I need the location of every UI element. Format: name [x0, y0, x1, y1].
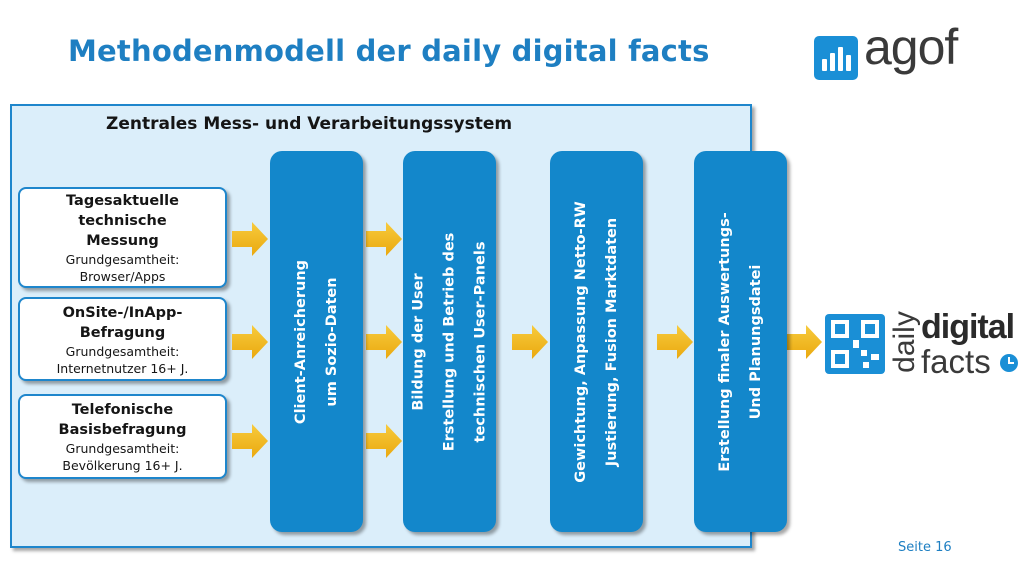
input-heading: Telefonische	[71, 402, 174, 418]
arrow-right-icon	[232, 222, 268, 256]
arrow-right-icon	[512, 325, 548, 359]
input-box-telephone-survey: Telefonische Basisbefragung Grundgesamth…	[18, 394, 227, 479]
ddf-daily-text: daily	[888, 311, 921, 373]
arrow-right-icon	[366, 222, 402, 256]
ddf-facts-text: facts	[921, 343, 991, 380]
stage-label: Erstellung finaler Auswertungs-	[716, 211, 733, 472]
input-subtext: Internetnutzer 16+ J.	[56, 361, 189, 376]
stage-weighting: Gewichtung, Anpassung Netto-RW Justierun…	[550, 151, 643, 532]
agof-logo: agof	[814, 22, 964, 84]
panel-title: Zentrales Mess- und Verarbeitungssystem	[106, 114, 513, 134]
ddf-digital-text: digital	[921, 308, 1015, 346]
stage-label: um Sozio-Daten	[323, 276, 340, 407]
input-subtext: Grundgesamtheit:	[65, 344, 180, 359]
stage-final-output: Erstellung finaler Auswertungs- Und Plan…	[694, 151, 787, 532]
input-heading: Messung	[86, 233, 159, 249]
input-heading: Basisbefragung	[58, 422, 187, 438]
input-box-onsite-survey: OnSite-/InApp- Befragung Grundgesamtheit…	[18, 297, 227, 381]
stage-label: Bildung der User	[410, 272, 426, 411]
arrow-right-icon	[232, 424, 268, 458]
arrow-right-icon	[232, 325, 268, 359]
input-heading: OnSite-/InApp-	[62, 305, 183, 321]
input-heading: Befragung	[79, 325, 166, 341]
stage-label: Erstellung und Betrieb des	[441, 232, 457, 451]
stage-label: Client-Anreicherung	[292, 259, 309, 424]
stage-label: Und Planungsdatei	[747, 264, 764, 419]
slide-title: Methodenmodell der daily digital facts	[68, 34, 710, 68]
qr-code-icon	[825, 314, 885, 374]
input-subtext: Grundgesamtheit:	[65, 252, 180, 267]
input-heading: Tagesaktuelle	[66, 193, 179, 209]
daily-digital-facts-logo: daily digital facts	[825, 308, 1021, 382]
stage-client-enrichment: Client-Anreicherung um Sozio-Daten	[270, 151, 363, 532]
input-subtext: Grundgesamtheit:	[65, 441, 180, 456]
stage-label: Justierung, Fusion Marktdaten	[603, 217, 620, 466]
arrow-right-icon	[657, 325, 693, 359]
arrow-right-icon	[786, 325, 822, 359]
agof-bars-icon	[814, 36, 858, 80]
input-heading: technische	[78, 213, 167, 229]
input-box-technical-measurement: Tagesaktuelle technische Messung Grundge…	[18, 187, 227, 288]
input-subtext: Bevölkerung 16+ J.	[62, 458, 183, 473]
stage-label: Gewichtung, Anpassung Netto-RW	[572, 200, 589, 483]
arrow-right-icon	[366, 325, 402, 359]
clock-icon	[1000, 354, 1018, 372]
page-number: Seite 16	[898, 540, 952, 555]
stage-user-panel: Bildung der User Erstellung und Betrieb …	[403, 151, 496, 532]
agof-logo-text: agof	[864, 19, 958, 75]
input-subtext: Browser/Apps	[79, 269, 166, 284]
stage-label: technischen User-Panels	[472, 241, 488, 442]
arrow-right-icon	[366, 424, 402, 458]
